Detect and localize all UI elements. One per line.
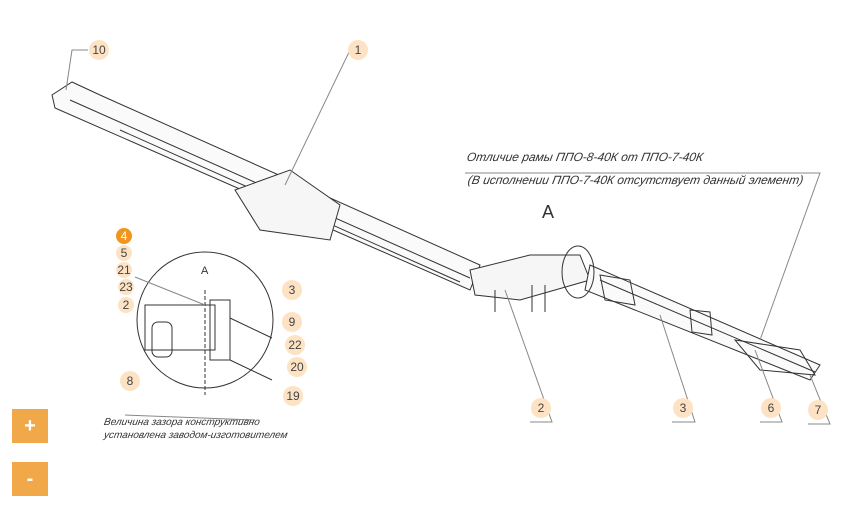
detail-view-a xyxy=(124,251,274,421)
marker-6[interactable]: 6 xyxy=(761,398,781,418)
view-label-a: A xyxy=(542,202,554,222)
zoom-out-button[interactable]: - xyxy=(12,462,48,496)
marker-8[interactable]: 8 xyxy=(120,371,140,391)
marker-1[interactable]: 1 xyxy=(348,40,368,60)
marker-10[interactable]: 10 xyxy=(89,40,109,60)
marker-19[interactable]: 19 xyxy=(283,386,303,406)
marker-5[interactable]: 5 xyxy=(116,245,132,261)
marker-2[interactable]: 2 xyxy=(531,398,551,418)
marker-9[interactable]: 9 xyxy=(282,312,302,332)
zoom-in-button[interactable]: + xyxy=(12,409,48,443)
marker-4[interactable]: 4 xyxy=(116,228,132,244)
marker-23[interactable]: 23 xyxy=(118,279,134,295)
main-frame xyxy=(51,81,821,381)
marker-22[interactable]: 22 xyxy=(285,335,305,355)
marker-7[interactable]: 7 xyxy=(808,400,828,420)
difference-note-title: Отличие рамы ППО-8-40К от ППО-7-40К xyxy=(465,150,705,164)
gap-note-line1: Величина зазора конструктивно xyxy=(103,417,261,428)
marker-3[interactable]: 3 xyxy=(673,398,693,418)
marker-20[interactable]: 20 xyxy=(287,357,307,377)
marker-2-detail[interactable]: 2 xyxy=(118,297,134,313)
detail-label-a: A xyxy=(201,265,209,277)
gap-note-line2: установлена заводом-изготовителем xyxy=(103,430,289,441)
leader-lines xyxy=(65,49,831,425)
marker-21[interactable]: 21 xyxy=(116,262,132,278)
difference-note-subtitle: (В исполнении ППО-7-40К отсутствует данн… xyxy=(466,173,805,187)
marker-3-detail[interactable]: 3 xyxy=(282,280,302,300)
